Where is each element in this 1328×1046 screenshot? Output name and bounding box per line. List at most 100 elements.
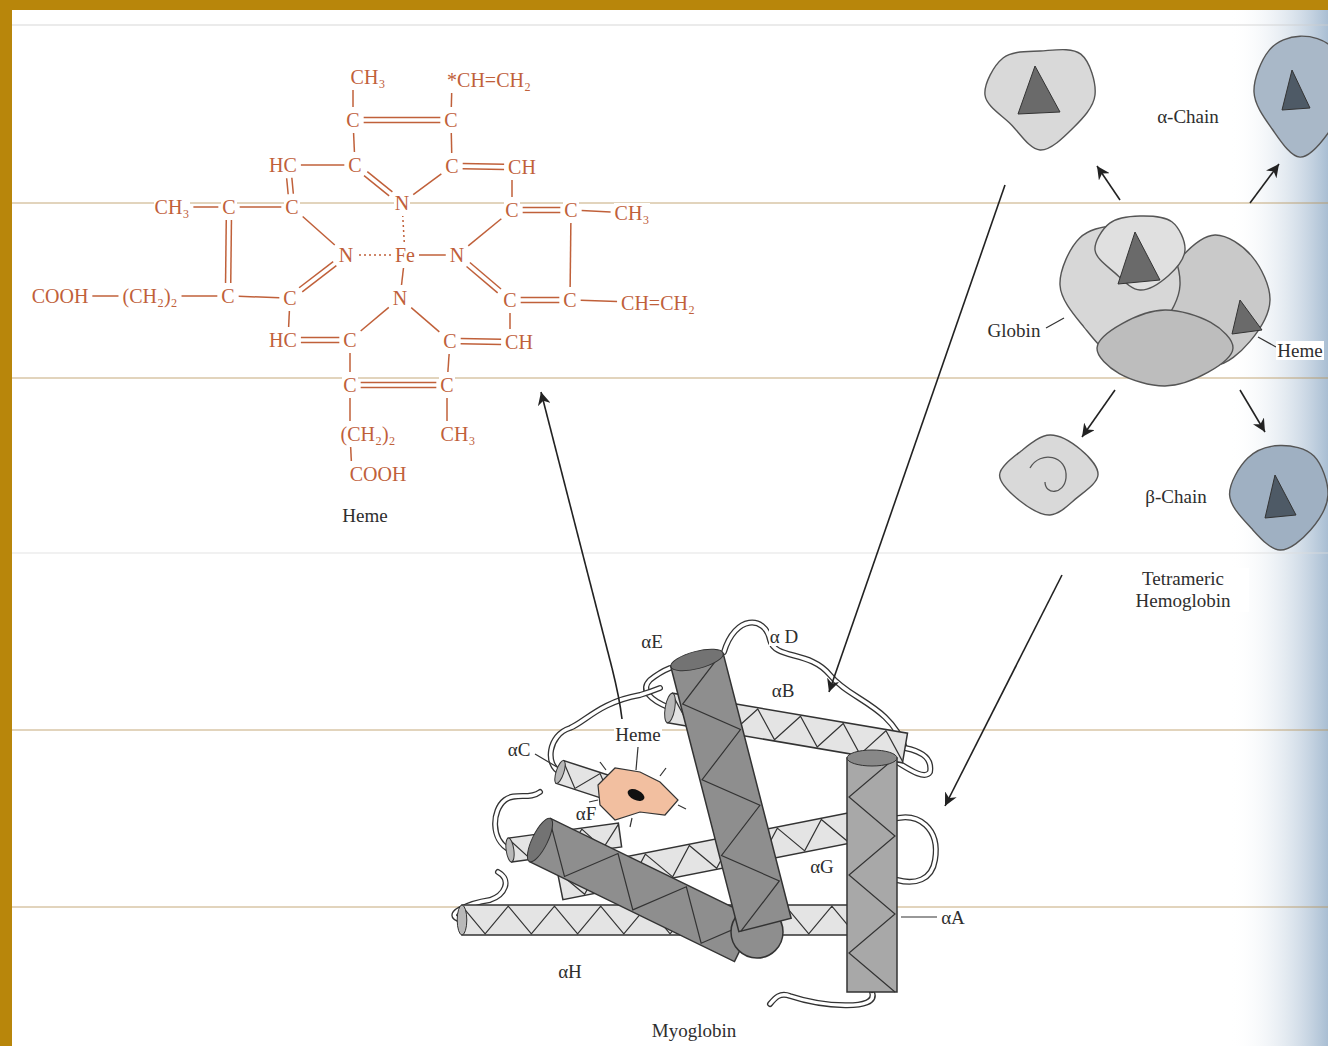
chemical-bond [349, 398, 351, 421]
chemical-bond [523, 212, 561, 214]
atom-label: CH₃ [154, 197, 191, 217]
chemical-bond [350, 447, 352, 461]
chemical-bond [349, 353, 351, 372]
chemical-bond [463, 163, 504, 165]
atom-label: N [338, 245, 354, 265]
part-label: Heme [1276, 341, 1323, 360]
chemical-bond [287, 178, 289, 194]
chemical-bond [361, 307, 389, 331]
atom-label: C [443, 110, 458, 130]
chemical-bond [301, 337, 339, 339]
chemical-bond [288, 311, 290, 327]
chemical-bond [521, 302, 560, 304]
atom-label: C [504, 200, 519, 220]
chemical-bond [357, 254, 391, 256]
pointer-arrow [945, 575, 1062, 806]
leader-line [901, 916, 937, 917]
ruled-line [12, 203, 1328, 204]
atom-label: N [449, 245, 465, 265]
heme-pocket [1265, 475, 1296, 518]
atom-label: COOH [349, 464, 408, 484]
atom-label: CH₃ [614, 203, 651, 223]
atom-label: C [342, 330, 357, 350]
part-label: αB [771, 681, 796, 700]
chemical-bond [509, 313, 511, 329]
atom-label: CH₃ [350, 67, 387, 87]
leader-line [636, 747, 638, 770]
chemical-bond [468, 219, 501, 246]
atom-label: C [347, 155, 362, 175]
chemical-bond [569, 223, 571, 287]
leader-lines [535, 318, 1276, 917]
chemical-bond [230, 220, 232, 283]
leader-line [612, 668, 622, 719]
atom-label: *CH=CH₂ [446, 70, 532, 90]
atom-label: HC [268, 155, 298, 175]
chemical-bond [364, 117, 441, 119]
chemical-bond [523, 207, 561, 209]
atom-label: (CH₂)₂ [121, 286, 178, 306]
part-label: α-Chain [1156, 107, 1220, 126]
globin-chain [985, 50, 1095, 150]
chemical-bond [451, 133, 453, 153]
atom-label: N [394, 193, 410, 213]
chemical-bond [582, 211, 611, 212]
part-label: αE [640, 632, 664, 651]
heme-pocket [1232, 300, 1262, 334]
part-label: αC [507, 740, 532, 759]
ruled-line [12, 25, 1328, 26]
part-label: Heme [614, 725, 661, 744]
part-label: αG [809, 857, 835, 876]
chemical-bond [521, 297, 560, 299]
pointer-arrow [1250, 164, 1279, 203]
atom-label: HC [268, 330, 298, 350]
part-label: α D [769, 627, 799, 646]
part-label: αF [575, 804, 598, 823]
chemical-bond [292, 178, 294, 194]
leader-line [1046, 318, 1064, 328]
atom-label: C [345, 110, 360, 130]
part-label: αA [940, 908, 966, 927]
part-label: Globin [987, 321, 1042, 340]
chemical-bond [361, 382, 437, 384]
atom-label: N [392, 288, 408, 308]
atom-label: C [502, 290, 517, 310]
atom-label: C [221, 197, 236, 217]
chemical-bond [581, 300, 617, 301]
figure-caption: Tetrameric Hemoglobin [1117, 568, 1249, 612]
chain-fold [1030, 457, 1066, 491]
chemical-bond [448, 354, 449, 372]
atom-label: CH₃ [440, 424, 477, 444]
chemical-bond [511, 180, 513, 197]
chemical-bond [303, 216, 335, 245]
pointer-arrow [1240, 390, 1265, 432]
chemical-bond [301, 164, 344, 166]
chemical-bond [299, 262, 333, 288]
chemical-bond [239, 296, 280, 297]
chemical-bond [193, 206, 218, 208]
atom-label: C [562, 290, 577, 310]
chemical-bond [413, 174, 441, 195]
pointer-arrow [1082, 390, 1115, 437]
atom-label: C [220, 286, 235, 306]
atom-label: C [439, 375, 454, 395]
arrows [541, 164, 1279, 806]
heme-bonds [92, 90, 617, 461]
leader-line [535, 754, 557, 767]
pointer-arrow [541, 392, 612, 668]
chemical-bond [451, 93, 453, 107]
chemical-bond [463, 168, 504, 170]
frame-border [0, 0, 12, 1046]
myoglobin-ribbon [454, 623, 935, 1006]
part-label: αH [557, 962, 583, 981]
chemical-bond [402, 268, 404, 285]
atom-label: (CH₂)₂ [339, 424, 396, 444]
chemical-bond [225, 220, 227, 283]
chemical-bond [182, 295, 218, 297]
atom-label: C [342, 375, 357, 395]
chemical-bond [461, 343, 501, 345]
alpha-helix [847, 750, 897, 992]
atom-label: Fe [394, 245, 416, 265]
chemical-bond [240, 206, 282, 208]
